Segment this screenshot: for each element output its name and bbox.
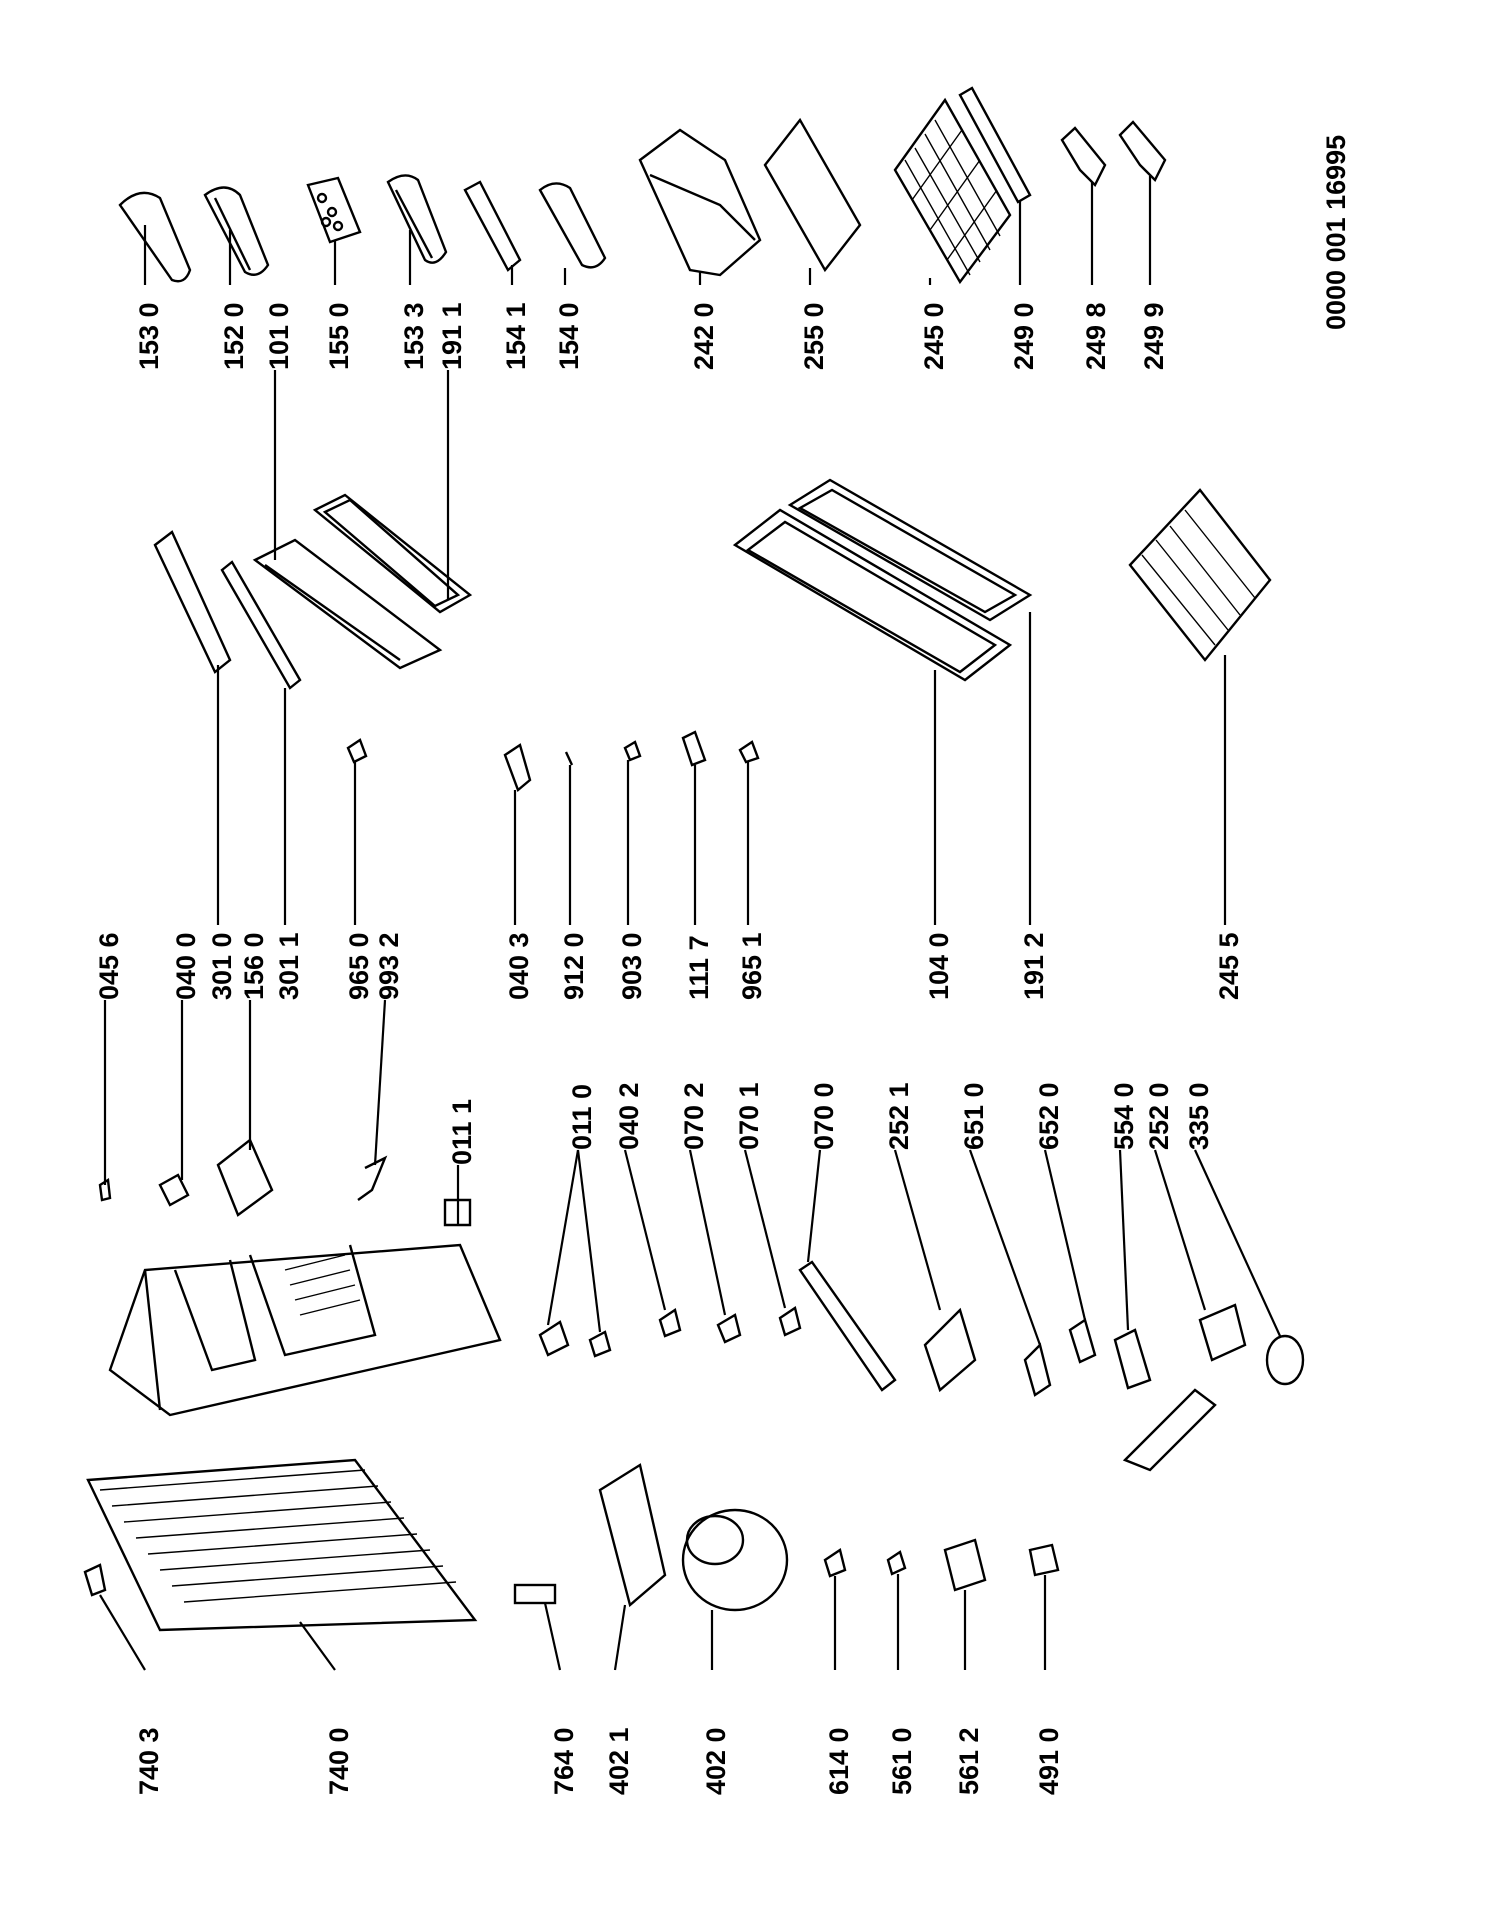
part-label: 104 0 [924, 932, 954, 1000]
part-label: 111 7 [684, 935, 714, 1000]
condenser-740-0-drawing [86, 1458, 478, 1632]
top-strip-301-0-drawing [153, 530, 232, 674]
crisper-242-0-drawing [638, 128, 762, 277]
strip-301-1-drawing [220, 560, 302, 690]
part-label: 903 0 [617, 932, 647, 1000]
part-label: 764 0 [549, 1727, 579, 1795]
compressor-402-0-drawing [681, 1508, 789, 1612]
part-label: 191 1 [437, 302, 467, 370]
part-label: 912 0 [559, 932, 589, 1000]
part-labels: 153 0 152 0 101 0 155 0 153 3 191 1 154 … [94, 302, 1244, 1795]
part-label: 242 0 [689, 302, 719, 370]
part-label: 249 8 [1081, 302, 1111, 370]
part-label: 402 1 [604, 1727, 634, 1795]
part-label: 040 3 [504, 932, 534, 1000]
part-label: 252 1 [884, 1082, 914, 1150]
wire-shelf-245-0-drawing [893, 97, 1012, 285]
part-label: 040 2 [614, 1082, 644, 1150]
flap-154-1-drawing [463, 180, 522, 272]
part-label: 011 0 [567, 1084, 597, 1150]
part-label: 491 0 [1034, 1727, 1064, 1795]
part-label: 561 0 [887, 1727, 917, 1795]
part-label: 045 6 [94, 932, 124, 1000]
part-label: 652 0 [1034, 1082, 1064, 1150]
part-label: 153 0 [134, 302, 164, 370]
part-label: 301 0 [207, 932, 237, 1000]
part-label: 249 0 [1009, 302, 1039, 370]
shelf-154-0-drawing [538, 182, 607, 269]
part-label: 154 0 [554, 302, 584, 370]
part-label: 152 0 [219, 302, 249, 370]
freezer-door-104-0-drawing [732, 508, 1013, 682]
cabinet-drawing [108, 1243, 502, 1417]
part-label: 245 5 [1214, 932, 1244, 1000]
part-label: 554 0 [1109, 1082, 1139, 1150]
gasket-191-1-drawing [312, 493, 473, 614]
glass-shelf-255-0-drawing [763, 117, 862, 273]
part-label: 153 3 [399, 302, 429, 370]
part-label: 252 0 [1144, 1082, 1174, 1150]
part-label: 040 0 [171, 932, 201, 1000]
part-label: 255 0 [799, 302, 829, 370]
egg-tray-155-0-drawing [306, 176, 362, 244]
part-label: 301 1 [274, 932, 304, 1000]
part-label: 070 1 [734, 1082, 764, 1150]
part-label: 191 2 [1019, 932, 1049, 1000]
support-249-8-drawing [1060, 126, 1107, 188]
bottle-rack-152-0-drawing [203, 186, 270, 276]
part-label: 155 0 [324, 302, 354, 370]
support-249-9-drawing [1118, 120, 1167, 183]
part-label: 561 2 [954, 1727, 984, 1795]
small-parts-middle-drawing [98, 730, 760, 1227]
door-101-0-drawing [252, 538, 443, 670]
basket-245-5-drawing [1128, 488, 1272, 662]
document-reference: 0000 001 16995 [1321, 135, 1351, 330]
part-label: 993 2 [374, 932, 404, 1000]
part-label: 070 0 [809, 1082, 839, 1150]
leader-lines [99, 176, 1282, 1671]
part-label: 156 0 [239, 932, 269, 1000]
part-label: 245 0 [919, 302, 949, 370]
part-label: 249 9 [1139, 302, 1169, 370]
part-label: 740 3 [134, 1727, 164, 1795]
part-label: 402 0 [701, 1727, 731, 1795]
part-label: 070 2 [679, 1082, 709, 1150]
part-label: 965 1 [737, 932, 767, 1000]
part-label: 154 1 [501, 302, 531, 370]
part-label: 335 0 [1184, 1082, 1214, 1150]
dryer-764-0-drawing [513, 1583, 557, 1605]
shelf-153-0-drawing [118, 191, 192, 283]
small-parts-left-drawing [823, 1538, 1060, 1592]
part-label: 740 0 [324, 1727, 354, 1795]
part-label: 101 0 [264, 302, 294, 370]
compressor-cover-402-1-drawing [598, 1463, 667, 1608]
part-label: 965 0 [344, 932, 374, 1000]
part-label: 011 1 [447, 1099, 477, 1165]
lower-parts-drawing [538, 1260, 1305, 1472]
part-label: 614 0 [824, 1727, 854, 1795]
trim-249-0-drawing [958, 86, 1032, 204]
shelf-153-3-drawing [386, 174, 448, 264]
part-label: 651 0 [959, 1082, 989, 1150]
bracket-740-3-drawing [83, 1563, 107, 1597]
gasket-191-2-drawing [787, 478, 1033, 622]
